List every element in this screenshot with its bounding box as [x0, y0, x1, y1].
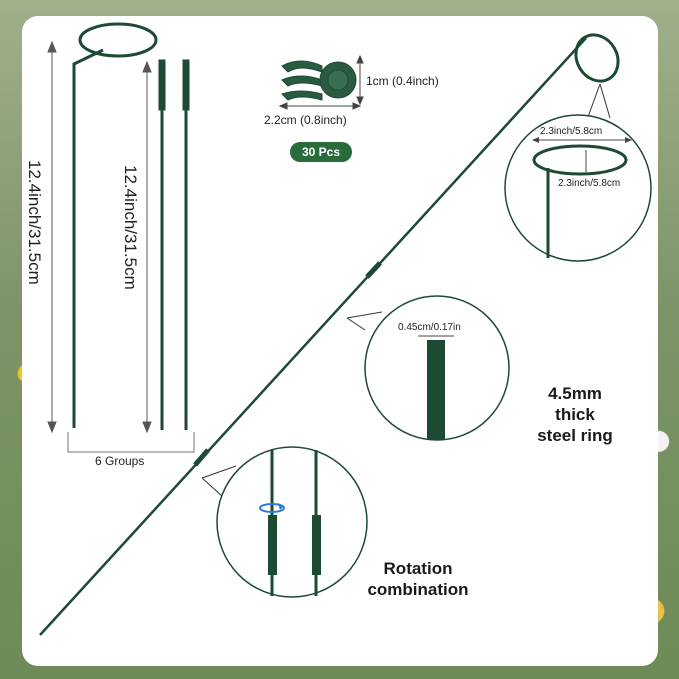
left-stake — [72, 22, 158, 428]
ring-diameter-side-label: 2.3inch/5.8cm — [558, 178, 621, 189]
rotation-caption: Rotation combination — [356, 558, 480, 600]
rotation-arrow-icon — [259, 503, 285, 513]
ring-diameter-top-label: 2.3inch/5.8cm — [540, 126, 603, 137]
zoom-ring-detail — [504, 83, 652, 262]
dimension-arrow-rods — [142, 60, 152, 434]
steel-ring-line2: thick — [555, 405, 595, 424]
clip-height-label: 1cm (0.4inch) — [366, 74, 439, 88]
steel-ring-line3: steel ring — [537, 426, 613, 445]
clip-icon — [281, 60, 357, 101]
extension-rods — [158, 59, 190, 430]
dimension-arrow-left — [47, 40, 57, 434]
zoom-thickness-detail — [346, 295, 510, 441]
tall-height-label: 12.4inch/31.5cm — [25, 160, 44, 285]
groups-bracket — [67, 432, 195, 453]
rod-height-label: 12.4inch/31.5cm — [121, 165, 140, 290]
clip-dimension-arrows — [278, 54, 364, 110]
zoom-rotation-detail — [201, 446, 368, 598]
quantity-badge: 30 Pcs — [290, 142, 352, 162]
steel-ring-line1: 4.5mm — [548, 384, 602, 403]
rod-thickness-label: 0.45cm/0.17in — [398, 322, 461, 333]
steel-ring-caption: 4.5mm thick steel ring — [520, 383, 630, 446]
groups-label: 6 Groups — [95, 454, 145, 468]
rotation-line2: combination — [367, 580, 469, 599]
rotation-line1: Rotation — [383, 559, 453, 578]
diagonal-stake — [39, 33, 620, 636]
clip-width-label: 2.2cm (0.8inch) — [264, 113, 347, 127]
